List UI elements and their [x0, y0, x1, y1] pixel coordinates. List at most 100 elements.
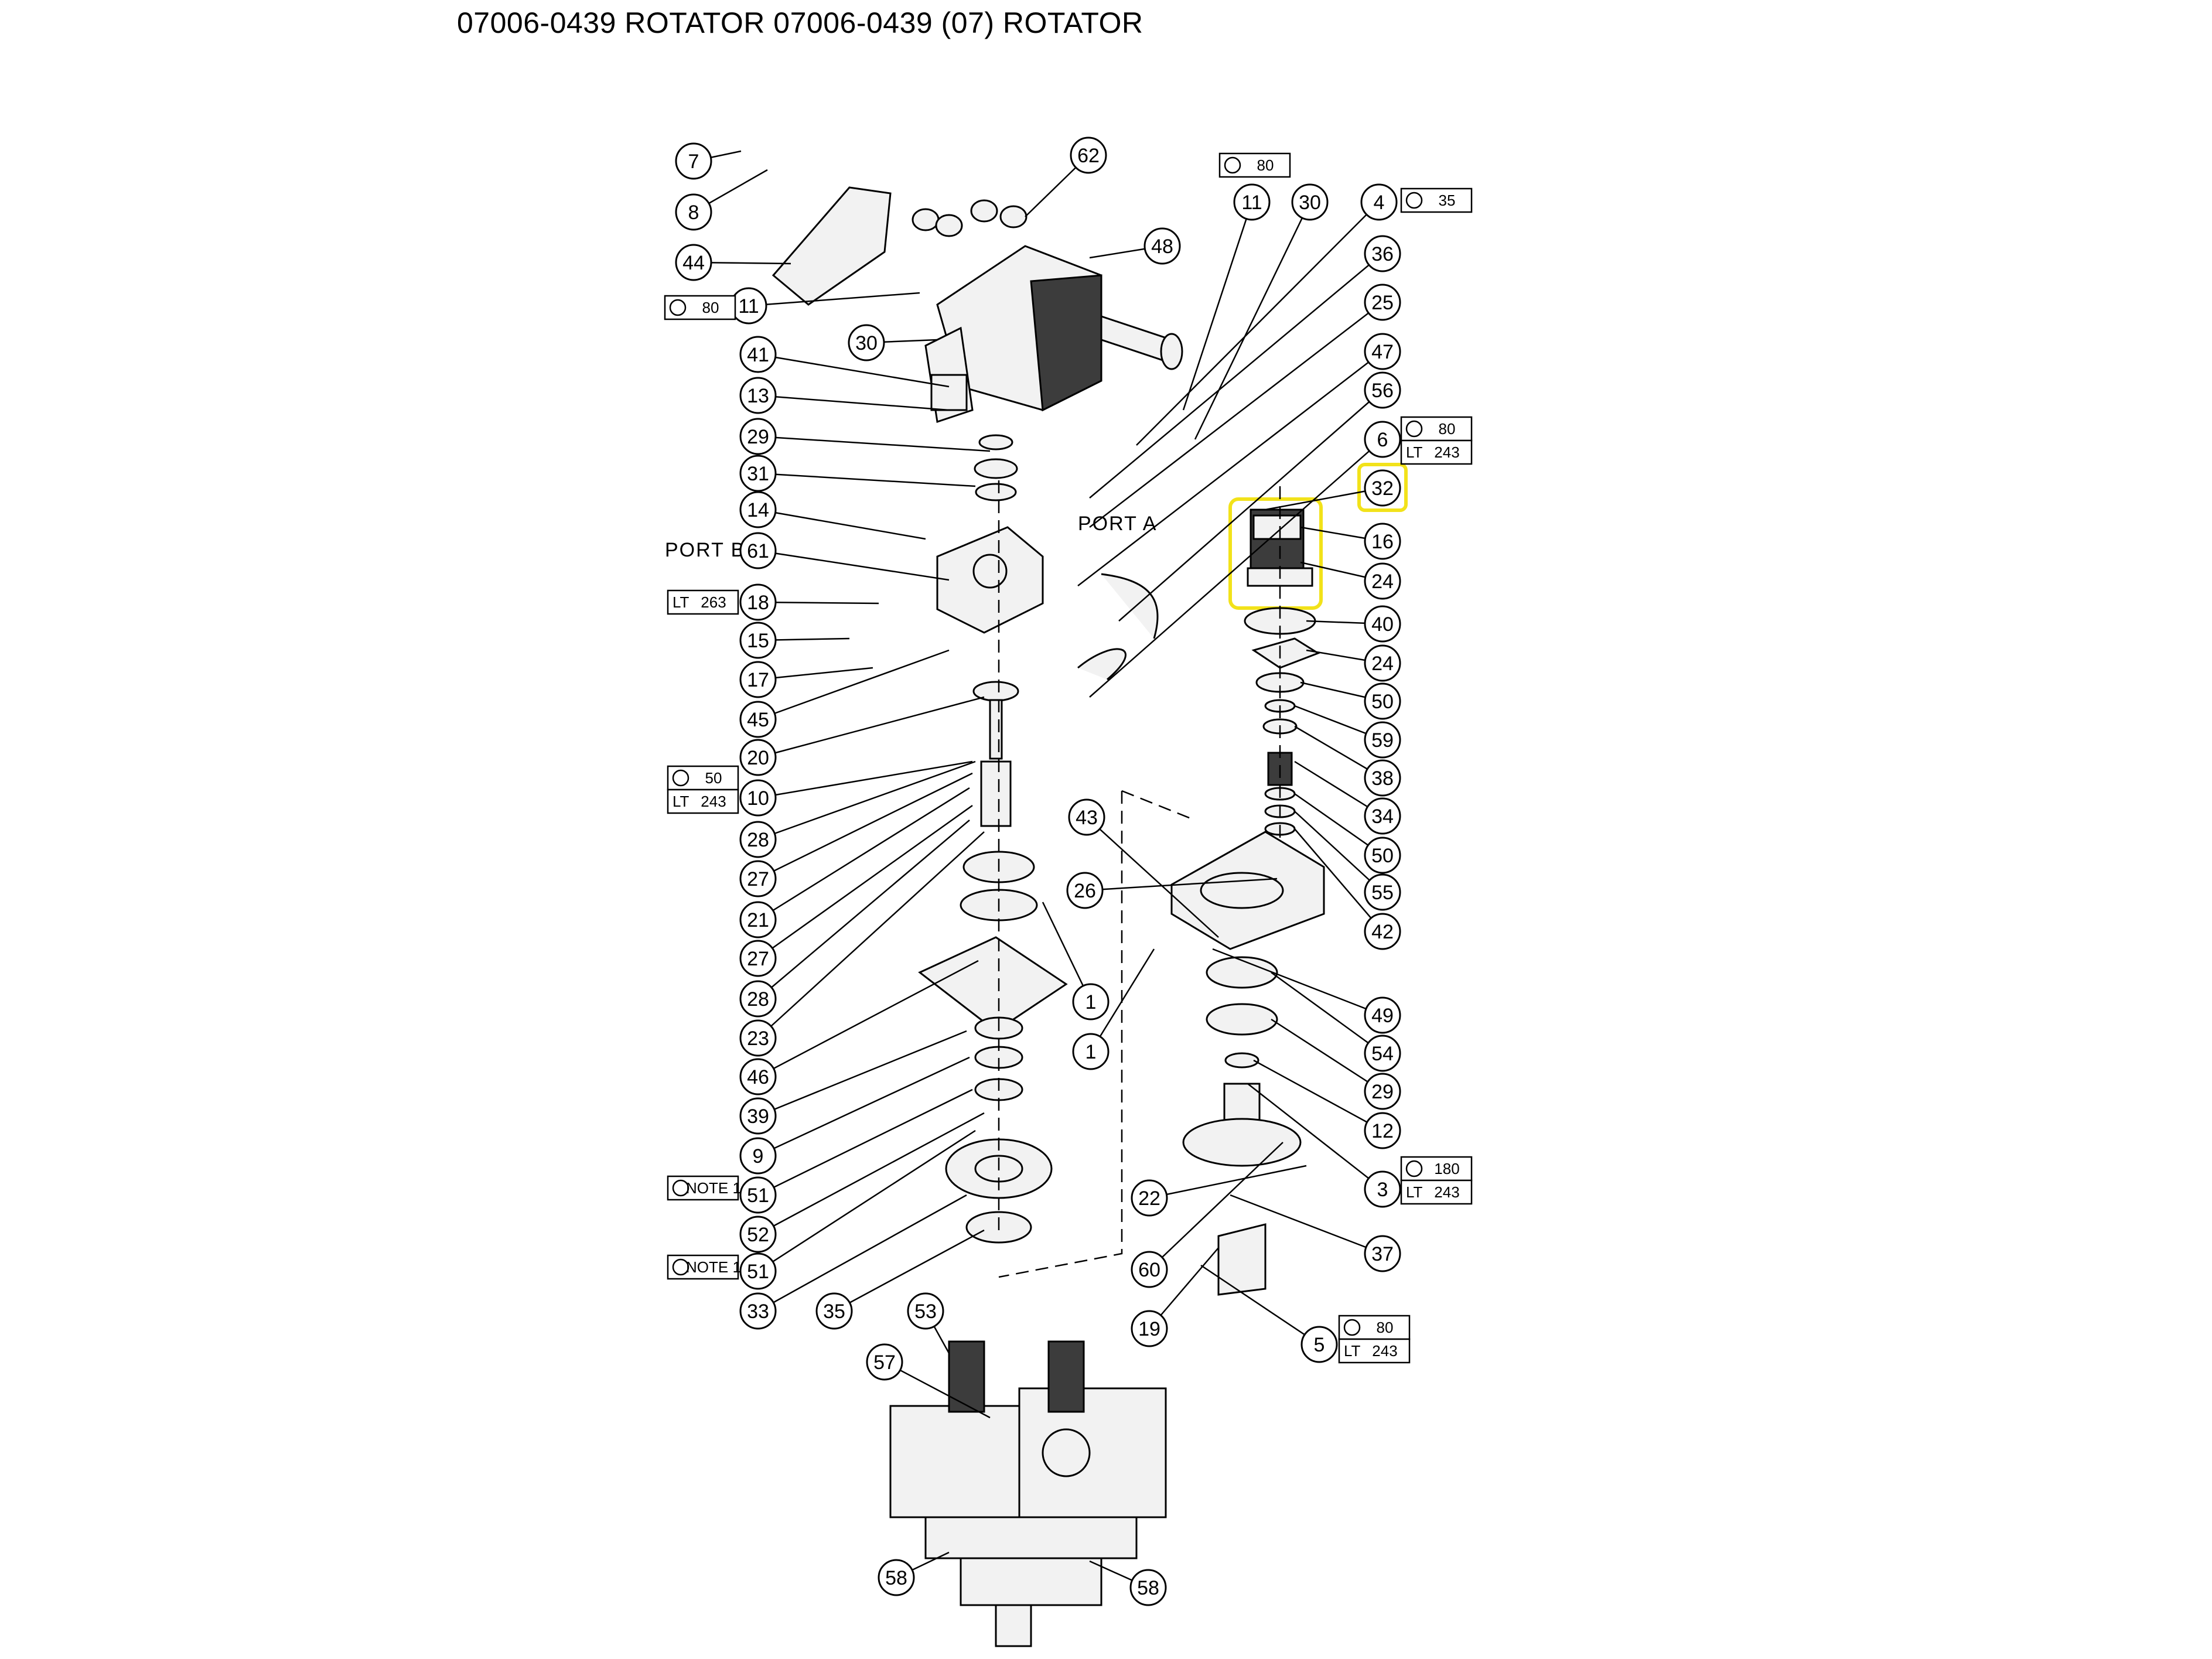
- callout-30[interactable]: 30: [848, 324, 885, 361]
- callout-1[interactable]: 1: [1072, 983, 1110, 1020]
- callout-40[interactable]: 40: [1364, 605, 1401, 643]
- callout-32[interactable]: 32: [1364, 469, 1401, 507]
- leader-line: [757, 772, 973, 880]
- callout-61[interactable]: 61: [739, 532, 777, 569]
- callout-42[interactable]: 42: [1364, 913, 1401, 950]
- callout-3[interactable]: 3: [1364, 1170, 1401, 1208]
- callout-49[interactable]: 49: [1364, 996, 1401, 1034]
- callout-37[interactable]: 37: [1364, 1235, 1401, 1272]
- callout-44[interactable]: 44: [675, 244, 712, 281]
- callout-4[interactable]: 4: [1360, 183, 1398, 221]
- leader-line: [757, 1030, 967, 1117]
- callout-7[interactable]: 7: [675, 142, 712, 180]
- callout-38[interactable]: 38: [1364, 759, 1401, 797]
- callout-50[interactable]: 50: [1364, 837, 1401, 874]
- callout-6[interactable]: 6: [1364, 421, 1401, 458]
- leader-line: [757, 508, 926, 540]
- callout-45[interactable]: 45: [739, 701, 777, 738]
- callout-51[interactable]: 51: [739, 1176, 777, 1214]
- callout-17[interactable]: 17: [739, 661, 777, 698]
- callout-number: 41: [747, 344, 769, 366]
- callout-36[interactable]: 36: [1364, 235, 1401, 272]
- callout-number: 37: [1371, 1243, 1394, 1265]
- leader-line: [757, 1112, 985, 1235]
- leader-line: [834, 1229, 985, 1312]
- callout-24[interactable]: 24: [1364, 644, 1401, 682]
- callout-12[interactable]: 12: [1364, 1112, 1401, 1149]
- callout-55[interactable]: 55: [1364, 873, 1401, 911]
- leader-line: [1294, 828, 1383, 932]
- leader-line: [757, 804, 973, 960]
- loctite-value: 243: [1434, 443, 1459, 461]
- callout-59[interactable]: 59: [1364, 721, 1401, 759]
- callout-27[interactable]: 27: [739, 860, 777, 897]
- callout-29[interactable]: 29: [739, 418, 777, 455]
- leader-line: [1089, 253, 1383, 499]
- callout-60[interactable]: 60: [1131, 1251, 1168, 1288]
- callout-30[interactable]: 30: [1291, 183, 1329, 221]
- callout-28[interactable]: 28: [739, 980, 777, 1018]
- callout-35[interactable]: 35: [815, 1292, 853, 1330]
- callout-11[interactable]: 11: [1233, 183, 1271, 221]
- callout-57[interactable]: 57: [866, 1343, 903, 1381]
- callout-24[interactable]: 24: [1364, 562, 1401, 600]
- callout-47[interactable]: 47: [1364, 333, 1401, 370]
- callout-62[interactable]: 62: [1070, 136, 1107, 174]
- callout-number: 55: [1371, 882, 1394, 904]
- callout-11[interactable]: 11: [730, 287, 767, 325]
- callout-33[interactable]: 33: [739, 1292, 777, 1330]
- callout-41[interactable]: 41: [739, 336, 777, 373]
- callouts: 7844113041132931146118151745201028272127…: [675, 136, 1401, 1606]
- callout-43[interactable]: 43: [1068, 798, 1105, 836]
- callout-58[interactable]: 58: [1129, 1569, 1167, 1606]
- callout-25[interactable]: 25: [1364, 284, 1401, 321]
- callout-15[interactable]: 15: [739, 622, 777, 659]
- callout-48[interactable]: 48: [1143, 227, 1181, 265]
- callout-29[interactable]: 29: [1364, 1073, 1401, 1110]
- callout-1[interactable]: 1: [1072, 1033, 1110, 1070]
- callout-9[interactable]: 9: [739, 1137, 777, 1175]
- callout-10[interactable]: 10: [739, 779, 777, 817]
- callout-39[interactable]: 39: [739, 1097, 777, 1135]
- callout-52[interactable]: 52: [739, 1216, 777, 1253]
- callout-53[interactable]: 53: [907, 1292, 944, 1330]
- callout-number: 40: [1371, 613, 1394, 636]
- callout-50[interactable]: 50: [1364, 682, 1401, 720]
- callout-20[interactable]: 20: [739, 739, 777, 776]
- callout-5[interactable]: 5: [1300, 1326, 1338, 1363]
- callout-number: 47: [1371, 341, 1394, 363]
- leader-line: [757, 696, 985, 759]
- callout-8[interactable]: 8: [675, 193, 712, 231]
- callout-21[interactable]: 21: [739, 901, 777, 938]
- leader-line: [757, 353, 950, 388]
- callout-18[interactable]: 18: [739, 583, 777, 621]
- callout-31[interactable]: 31: [739, 455, 777, 492]
- torque-value: 80: [1377, 1319, 1394, 1336]
- callout-28[interactable]: 28: [739, 821, 777, 858]
- callout-54[interactable]: 54: [1364, 1035, 1401, 1072]
- callout-46[interactable]: 46: [739, 1058, 777, 1095]
- callout-number: 12: [1371, 1120, 1394, 1142]
- callout-34[interactable]: 34: [1364, 797, 1401, 835]
- callout-56[interactable]: 56: [1364, 371, 1401, 409]
- callout-number: 20: [747, 747, 769, 769]
- leader-line: [1089, 439, 1383, 698]
- callout-27[interactable]: 27: [739, 940, 777, 977]
- callout-19[interactable]: 19: [1131, 1310, 1168, 1347]
- callout-51[interactable]: 51: [739, 1252, 777, 1290]
- callout-number: 51: [747, 1261, 769, 1283]
- callout-13[interactable]: 13: [739, 377, 777, 414]
- callout-number: 34: [1371, 805, 1394, 828]
- callout-number: 48: [1151, 235, 1173, 258]
- torque-spec-box: 80: [664, 295, 736, 320]
- callout-22[interactable]: 22: [1131, 1179, 1168, 1217]
- callout-16[interactable]: 16: [1364, 523, 1401, 560]
- callout-number: 53: [914, 1300, 937, 1323]
- callout-26[interactable]: 26: [1066, 872, 1104, 909]
- callout-23[interactable]: 23: [739, 1019, 777, 1057]
- callout-58[interactable]: 58: [878, 1559, 915, 1596]
- leader-line: [1271, 1018, 1383, 1093]
- callout-14[interactable]: 14: [739, 491, 777, 528]
